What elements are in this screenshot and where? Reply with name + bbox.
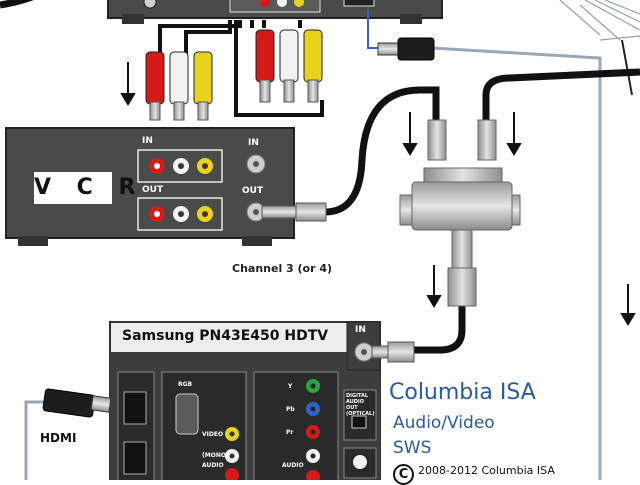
coax-connector-vcr	[262, 203, 326, 221]
copyright-notice: C 2008-2012 Columbia ISA	[393, 464, 555, 485]
tv-title: Samsung PN43E450 HDTV	[122, 328, 328, 344]
copyright-text: 2008-2012 Columbia ISA	[418, 464, 555, 477]
tv-rgb-label: RGB	[178, 381, 192, 388]
vcr-av-out-label: OUT	[142, 185, 163, 195]
rca-plugs-vcr-in	[146, 52, 212, 120]
top-left-cable	[0, 0, 40, 5]
vcr-av-in-label: IN	[142, 136, 153, 146]
tv-audio-label: AUDIO	[202, 462, 224, 469]
tv-y-label: Y	[288, 383, 292, 390]
tv-device	[110, 322, 380, 480]
tv-optical-label: DIGITAL AUDIO OUT (OPTICAL)	[346, 393, 376, 417]
tv-pr-label: Pr	[286, 429, 293, 436]
brand-name: Columbia ISA	[389, 380, 536, 405]
coax-splitter	[400, 120, 520, 306]
antenna	[560, 0, 640, 40]
coax-to-tv	[410, 305, 462, 350]
brand-line-audio-video: Audio/Video	[393, 413, 495, 433]
tv-video-label: VIDEO	[202, 431, 223, 438]
vcr-title: V C R	[34, 172, 112, 204]
tv-component-audio-label: AUDIO	[282, 462, 304, 469]
top-source-device	[108, 0, 442, 24]
vcr-rf-in-label: IN	[248, 138, 259, 148]
brand-line-sws: SWS	[393, 438, 431, 458]
channel-label: Channel 3 (or 4)	[232, 262, 332, 275]
tv-pb-label: Pb	[286, 406, 295, 413]
hdmi-plug-tv	[43, 389, 111, 418]
copyright-icon: C	[393, 464, 414, 485]
hdmi-plug-top	[378, 38, 434, 60]
vcr-rf-out-label: OUT	[242, 186, 263, 196]
rca-plugs-upper	[256, 30, 322, 102]
tv-rf-in-label: IN	[355, 325, 366, 335]
coax-antenna	[486, 72, 640, 125]
hdmi-label: HDMI	[40, 431, 76, 445]
tv-mono-label: (MONO)	[202, 452, 229, 459]
antenna-wire	[622, 40, 632, 95]
